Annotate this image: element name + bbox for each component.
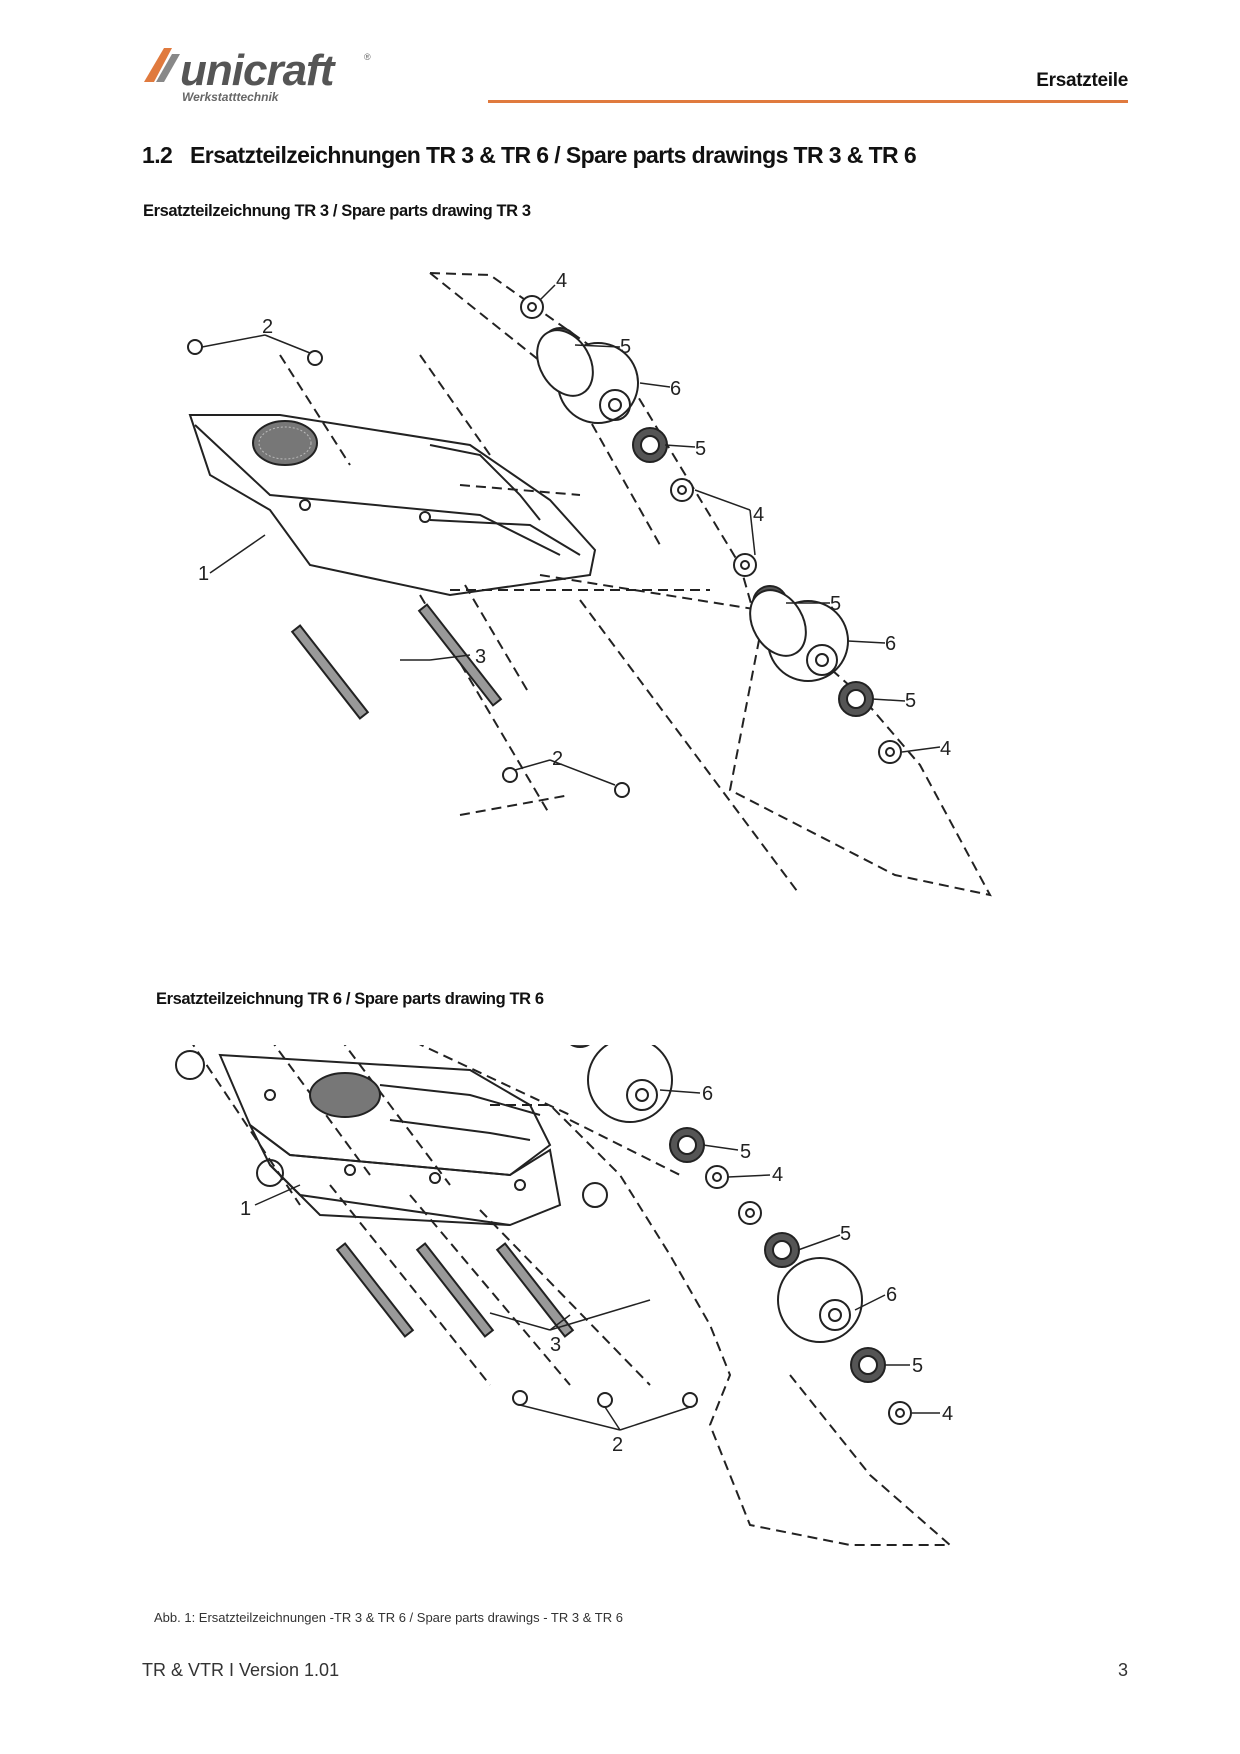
page-number: 3 xyxy=(1117,1660,1128,1680)
svg-text:1: 1 xyxy=(240,1198,251,1220)
svg-text:4: 4 xyxy=(556,270,567,292)
svg-text:6: 6 xyxy=(886,1284,897,1306)
svg-text:2: 2 xyxy=(262,316,273,338)
svg-text:4: 4 xyxy=(942,1403,953,1425)
logo-mark-icon xyxy=(144,48,180,82)
svg-text:3: 3 xyxy=(550,1334,561,1356)
header-section-label: Ersatzteile xyxy=(1036,70,1128,91)
svg-text:5: 5 xyxy=(695,438,706,460)
svg-text:5: 5 xyxy=(830,593,841,615)
section-number: 1.2 xyxy=(142,142,173,168)
svg-text:6: 6 xyxy=(885,633,896,655)
svg-text:4: 4 xyxy=(940,738,951,760)
svg-text:6: 6 xyxy=(702,1083,713,1105)
svg-text:5: 5 xyxy=(740,1141,751,1163)
svg-text:2: 2 xyxy=(612,1434,623,1456)
brand-tagline: Werkstatttechnik xyxy=(182,90,279,104)
svg-text:5: 5 xyxy=(912,1355,923,1377)
svg-text:5: 5 xyxy=(905,690,916,712)
header-divider xyxy=(488,100,1128,103)
svg-text:4: 4 xyxy=(753,504,764,526)
svg-text:5: 5 xyxy=(840,1223,851,1245)
brand-registered-mark: ® xyxy=(364,52,371,62)
svg-text:6: 6 xyxy=(670,378,681,400)
brand-name: unicraft xyxy=(180,46,334,95)
drawing-title-tr6: Ersatzteilzeichnung TR 6 / Spare parts d… xyxy=(156,990,544,1008)
page-title: 1.2 Ersatzteilzeichnungen TR 3 & TR 6 / S… xyxy=(142,142,917,169)
svg-text:1: 1 xyxy=(198,563,209,585)
svg-text:2: 2 xyxy=(552,748,563,770)
footer-version: TR & VTR I Version 1.01 xyxy=(142,1660,340,1680)
drawing-title-tr3: Ersatzteilzeichnung TR 3 / Spare parts d… xyxy=(143,202,531,220)
section-title-text: Ersatzteilzeichnungen TR 3 & TR 6 / Spar… xyxy=(190,142,917,168)
exploded-drawing-tr3: 4 5 6 5 4 5 6 5 4 2 1 3 2 xyxy=(187,270,992,897)
svg-text:3: 3 xyxy=(475,646,486,668)
svg-text:4: 4 xyxy=(772,1164,783,1186)
brand-logo: unicraft ® Werkstatttechnik xyxy=(142,44,382,106)
svg-text:5: 5 xyxy=(620,336,631,358)
figure-caption: Abb. 1: Ersatzteilzeichnungen -TR 3 & TR… xyxy=(154,1610,623,1625)
